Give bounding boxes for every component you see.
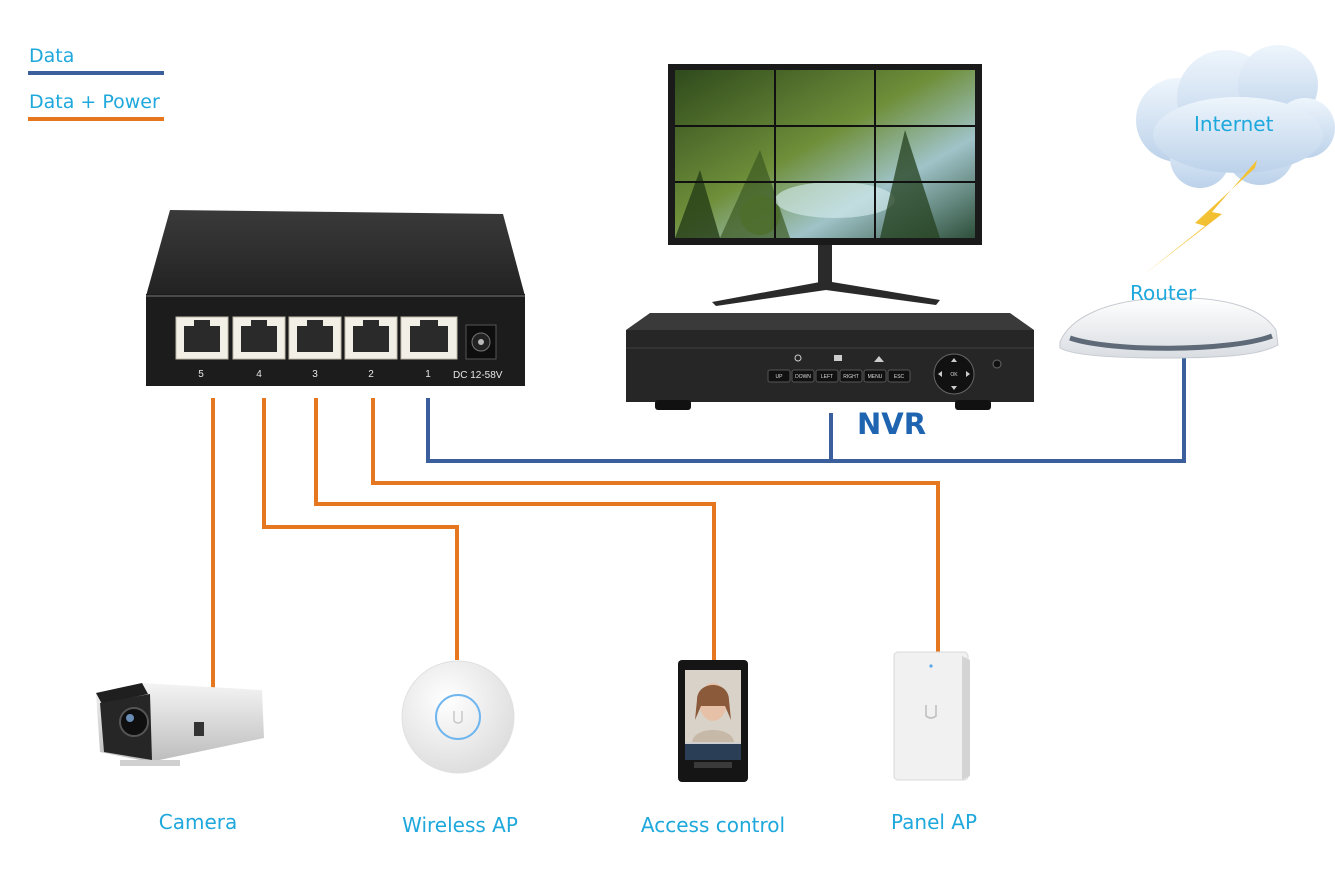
internet-cloud: Internet (1136, 45, 1335, 188)
panel-ap-body (893, 651, 969, 781)
nvr-dpad[interactable] (933, 353, 975, 395)
nvr-top (626, 313, 1034, 330)
panel-ap-label: Panel AP (891, 810, 977, 834)
wireless-ap-body (401, 660, 515, 774)
nvr-device: UP DOWN LEFT RIGHT MENU ESC OK (626, 313, 1034, 410)
nvr-home-icon (874, 356, 884, 362)
access-control-label: Access control (641, 813, 785, 837)
router-body (1059, 297, 1279, 359)
switch-port-number: 4 (256, 369, 262, 380)
nvr-label: NVR (857, 407, 926, 441)
monitor (668, 64, 982, 306)
nvr-button-label: MENU (868, 374, 883, 380)
access-control-device (678, 660, 748, 782)
nvr-button-label: DOWN (795, 374, 811, 380)
poe-switch: 5 4 3 2 1 DC 12-58V (146, 210, 525, 386)
monitor-base (712, 282, 940, 306)
switch-port-number: 5 (198, 369, 204, 380)
nvr-record-icon (834, 355, 842, 361)
switch-port-number: 3 (312, 369, 318, 380)
legend-data-power-label: Data + Power (29, 91, 160, 113)
cable-port4-wireless-ap (262, 398, 459, 660)
nvr-power-icon (794, 354, 802, 362)
camera-label: Camera (159, 810, 238, 834)
nvr-dpad-ok-label: OK (950, 372, 958, 378)
switch-port-number: 2 (368, 369, 374, 380)
nvr-buttons: UP DOWN LEFT RIGHT MENU ESC (767, 369, 911, 383)
panel-ap-device (893, 651, 970, 781)
router-label: Router (1130, 281, 1197, 305)
data-cables (426, 355, 1186, 463)
wireless-ap-device (401, 660, 515, 774)
cable-port3-access-control (314, 398, 716, 664)
internet-label: Internet (1194, 112, 1274, 136)
switch-port-number: 1 (425, 369, 431, 380)
panel-ap-led (929, 664, 933, 668)
nvr-button-label: ESC (894, 374, 905, 380)
cable-port2-panel-ap (371, 398, 940, 660)
wireless-ap-led-ring (435, 694, 481, 740)
camera-device (96, 683, 264, 766)
legend-data-label: Data (29, 45, 74, 67)
router-device: Router (1059, 281, 1279, 359)
nvr-button[interactable] (815, 369, 839, 383)
cable-port1-backbone (426, 355, 1186, 463)
nvr-button[interactable] (791, 369, 815, 383)
nvr-button[interactable] (839, 369, 863, 383)
wireless-ap-label: Wireless AP (402, 813, 518, 837)
nvr-button[interactable] (863, 369, 887, 383)
nvr-button-label: UP (776, 374, 784, 380)
nvr-button[interactable] (767, 369, 791, 383)
nvr-button-label: RIGHT (843, 374, 859, 380)
nvr-button-label: LEFT (821, 374, 833, 380)
panel-ap-logo-icon (925, 705, 937, 719)
data-power-cables (211, 398, 940, 688)
nvr-ir-sensor-icon (992, 359, 1002, 369)
legend: Data Data + Power (28, 45, 164, 121)
camera-lens-icon (119, 707, 149, 737)
switch-power-label: DC 12-58V (453, 370, 503, 381)
nvr-button[interactable] (887, 369, 911, 383)
switch-top (146, 210, 525, 296)
monitor-neck (818, 245, 832, 285)
switch-ports (175, 316, 458, 360)
